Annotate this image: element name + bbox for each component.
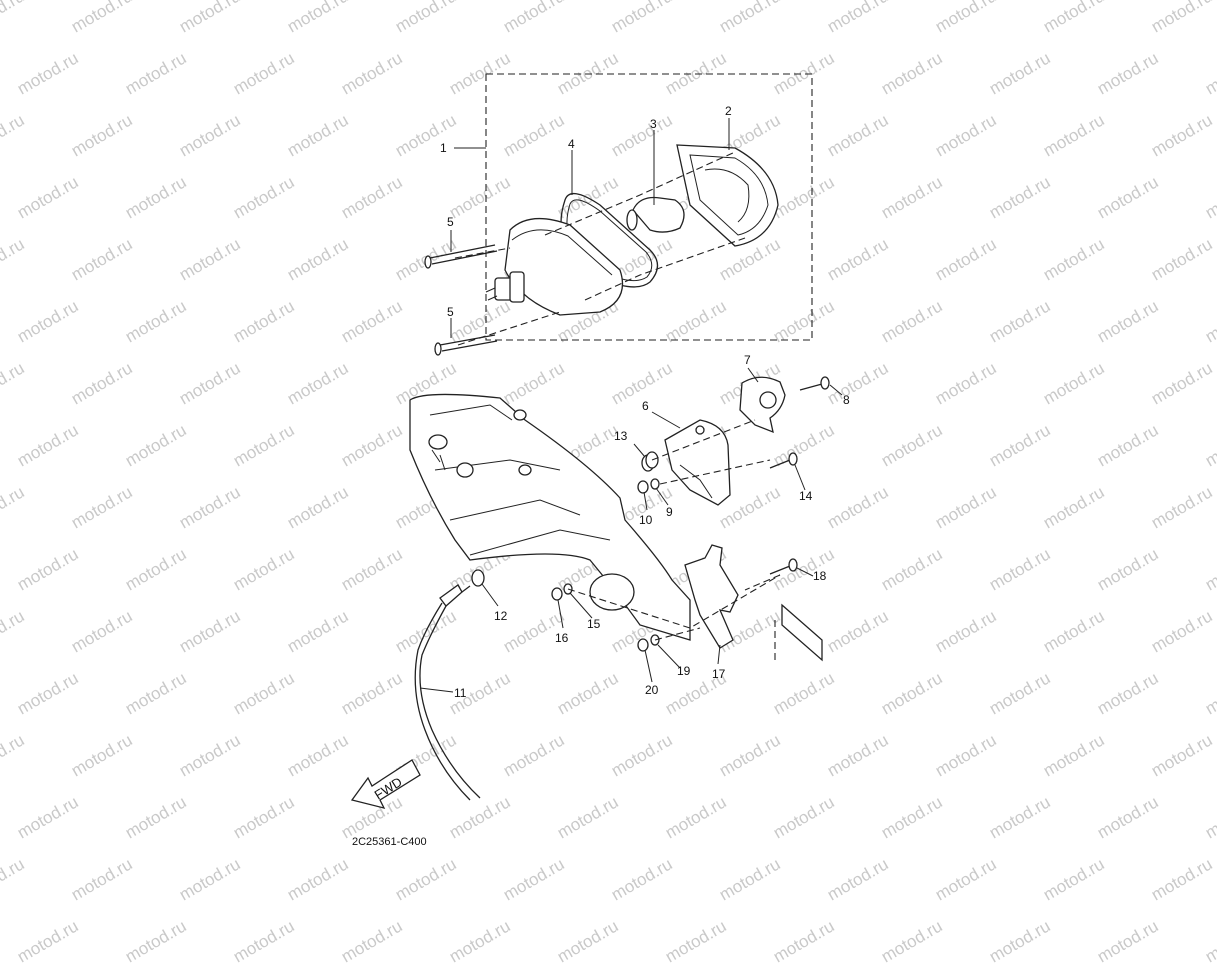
watermark-text: motod.ru [230, 916, 298, 967]
watermark-text: motod.ru [14, 916, 82, 967]
callout-6: 6 [642, 399, 649, 413]
watermark-text: motod.ru [986, 916, 1054, 967]
nut-20 [637, 638, 649, 652]
watermark-text: motod.ru [122, 916, 190, 967]
callout-5a: 5 [447, 215, 454, 229]
watermark-text: motod.ru [446, 916, 514, 967]
callout-20: 20 [645, 683, 659, 697]
callout-1: 1 [440, 141, 447, 155]
callout-18: 18 [813, 569, 827, 583]
grommet-13 [641, 451, 659, 472]
tail-lens [676, 144, 779, 247]
callout-16: 16 [555, 631, 569, 645]
callout-13: 13 [614, 429, 628, 443]
grommet-12 [471, 569, 485, 587]
bulb [626, 196, 685, 233]
callout-15: 15 [587, 617, 601, 631]
watermark-text: motod.ru [1202, 916, 1217, 967]
callout-19: 19 [677, 664, 691, 678]
watermark-text: motod.ru [338, 916, 406, 967]
watermark-text: motod.ru [1094, 916, 1162, 967]
nut-16 [551, 587, 563, 601]
screw-14 [769, 452, 798, 469]
reflector-bracket [664, 419, 731, 506]
screw-upper [424, 244, 498, 269]
callout-3: 3 [650, 117, 657, 131]
license-plate-bracket [684, 544, 739, 649]
watermark-text: motod.ru [662, 916, 730, 967]
screw-lower [434, 334, 498, 356]
screw-18 [769, 558, 798, 575]
exploded-parts-diagram: FWD 1 2 3 4 5 5 6 7 8 9 10 [350, 73, 850, 848]
watermark-text: motod.ru [770, 916, 838, 967]
fwd-arrow: FWD [350, 759, 421, 809]
assembly-boundary [485, 73, 813, 341]
callout-4: 4 [568, 137, 575, 151]
tail-light-housing [485, 217, 624, 316]
plate-clip [781, 603, 823, 662]
rear-frame-bracket [409, 393, 691, 641]
callout-12: 12 [494, 609, 508, 623]
callout-9: 9 [666, 505, 673, 519]
drawing-code: 2C25361-C400 [352, 836, 427, 848]
screw-8 [799, 376, 830, 391]
callout-5b: 5 [447, 305, 454, 319]
callout-11: 11 [454, 686, 467, 700]
callout-8: 8 [843, 393, 850, 407]
washer-9 [650, 478, 660, 490]
reflector [739, 376, 786, 434]
nut-10 [637, 480, 649, 494]
callout-17: 17 [712, 667, 726, 681]
callout-2: 2 [725, 104, 732, 118]
leader-lines [419, 118, 843, 693]
callout-labels: 1 2 3 4 5 5 6 7 8 9 10 11 12 13 14 15 16… [440, 104, 850, 700]
watermark-text: motod.ru [878, 916, 946, 967]
wire-harness [414, 584, 481, 801]
callout-10: 10 [639, 513, 653, 527]
watermark-text: motod.ru [554, 916, 622, 967]
callout-14: 14 [799, 489, 813, 503]
callout-7: 7 [744, 353, 751, 367]
